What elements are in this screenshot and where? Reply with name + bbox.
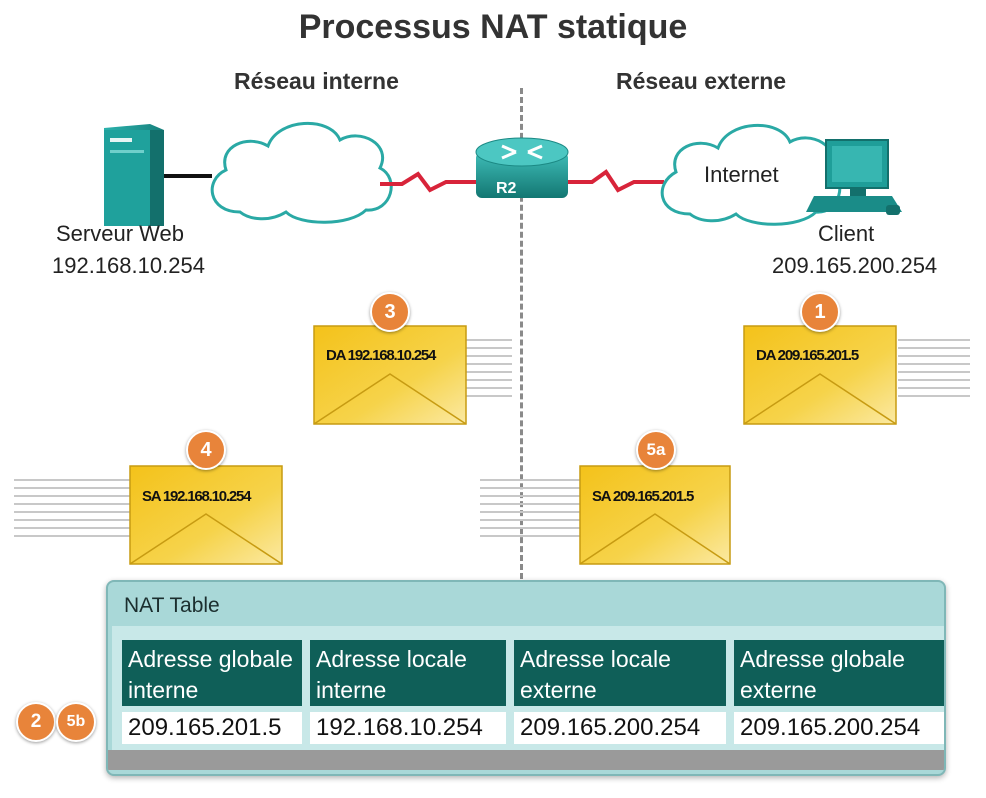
step-badge-4: 4 — [186, 430, 226, 470]
nat-header-inside-local: Adresse locale interne — [310, 640, 506, 706]
server-name: Serveur Web — [56, 221, 184, 246]
nat-cell-outside-global: 209.165.200.254 — [734, 712, 944, 744]
internal-network-label: Réseau interne — [234, 68, 399, 94]
packet-label-1: DA 209.165.201.5 — [756, 347, 859, 364]
packet-label-4: SA 192.168.10.254 — [142, 488, 252, 505]
packet-envelope-3 — [313, 325, 467, 425]
nat-table-title: NAT Table — [124, 594, 220, 617]
packet-label-3: DA 192.168.10.254 — [326, 347, 436, 364]
web-server-icon — [104, 124, 164, 226]
wan-link-left — [380, 171, 476, 193]
motion-lines — [14, 339, 970, 537]
router-label: R2 — [496, 180, 517, 197]
client-ip: 209.165.200.254 — [772, 253, 938, 278]
external-network-label: Réseau externe — [616, 68, 787, 94]
nat-cell-outside-local: 209.165.200.254 — [514, 712, 726, 744]
client-name: Client — [818, 221, 875, 246]
step-badge-5b: 5b — [56, 702, 96, 742]
nat-table-scrollbar[interactable] — [108, 750, 944, 770]
network-divider — [520, 88, 523, 588]
step-badge-2: 2 — [16, 702, 56, 742]
packet-envelopes — [129, 325, 897, 565]
nat-cell-inside-global: 209.165.201.5 — [122, 712, 302, 744]
internal-cloud-icon — [210, 121, 393, 224]
nat-header-outside-global: Adresse globale externe — [734, 640, 944, 706]
step-badge-5a: 5a — [636, 430, 676, 470]
client-computer-icon — [806, 139, 902, 215]
step-badge-1: 1 — [800, 292, 840, 332]
server-ip: 192.168.10.254 — [52, 253, 205, 278]
packet-envelope-4 — [129, 465, 283, 565]
nat-header-outside-local: Adresse locale externe — [514, 640, 726, 706]
network-topology — [104, 121, 902, 226]
internet-label: Internet — [704, 162, 779, 187]
packet-envelope-5a — [579, 465, 731, 565]
packet-envelope-1 — [743, 325, 897, 425]
internet-cloud-icon — [660, 123, 842, 226]
packet-label-5a: SA 209.165.201.5 — [592, 488, 694, 505]
router-icon — [475, 137, 569, 198]
diagram-title: Processus NAT statique — [298, 8, 688, 46]
nat-table: NAT Table Adresse globale interne Adress… — [106, 580, 946, 776]
wan-link-right — [568, 169, 664, 193]
step-badge-3: 3 — [370, 292, 410, 332]
nat-header-inside-global: Adresse globale interne — [122, 640, 302, 706]
nat-cell-inside-local: 192.168.10.254 — [310, 712, 506, 744]
